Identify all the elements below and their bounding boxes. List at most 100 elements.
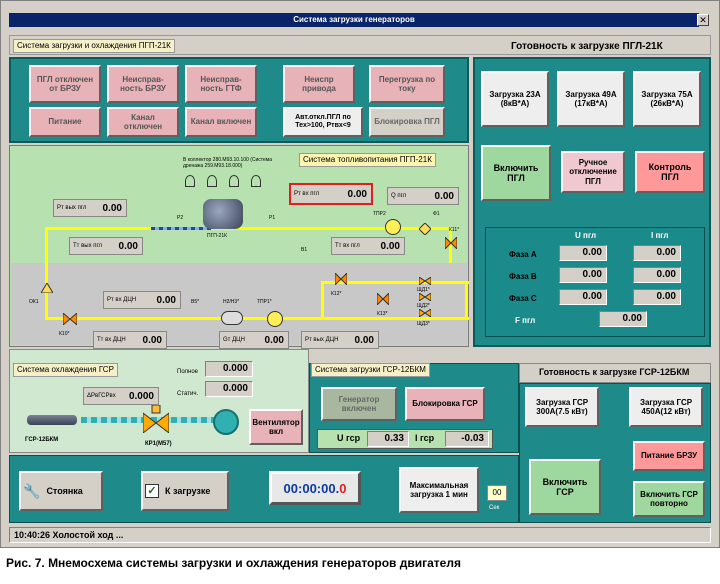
phase-a-label: Фаза А	[509, 250, 537, 259]
readiness-title-pgp: Готовность к загрузке ПГЛ-21К	[511, 41, 663, 52]
phase-a-u: 0.00	[559, 245, 607, 261]
pipe-main	[45, 227, 451, 230]
power-brzu-button[interactable]: Питание БРЗУ	[633, 441, 705, 471]
max-load-button[interactable]: Максимальная загрузка 1 мин	[399, 467, 479, 513]
app-window: Система загрузки генераторов ✕ Система з…	[0, 0, 720, 548]
stop-label: Стоянка	[46, 485, 83, 496]
phase-col-u: U пгл	[575, 231, 597, 240]
section-label-pgp: Система загрузки и охлаждения ПГП-21К	[13, 39, 175, 53]
manual-off-pgl-button[interactable]: Ручное отключение ПГЛ	[561, 151, 625, 193]
stop-button[interactable]: 🔧 Стоянка	[19, 471, 103, 511]
tag-shd1: ЩД1*	[417, 287, 430, 293]
enable-gsr-button[interactable]: Включить ГСР	[529, 459, 601, 515]
alarm-power: Питание	[29, 107, 101, 137]
meter-value: 0.00	[142, 334, 162, 346]
status-bar: 10:40:26 Холостой ход ...	[9, 527, 711, 543]
gauge-icon-3	[229, 175, 239, 187]
pipe-bottom	[45, 317, 469, 320]
tag-k11: К11*	[449, 227, 460, 233]
load-75a-button[interactable]: Загрузка 75А (26кВ*А)	[633, 71, 701, 127]
tag-p2: Р2	[177, 215, 184, 221]
alarm-channel-on: Канал включен	[185, 107, 257, 137]
collector-note: В коллектор 280.М93.10.100 (Система дрен…	[183, 157, 273, 169]
to-load-button[interactable]: ✓К загрузке	[141, 471, 229, 511]
enable-gsr-again-button[interactable]: Включить ГСР повторно	[633, 481, 705, 517]
load-gsr-450-button[interactable]: Загрузка ГСР 450А(12 кВт)	[629, 387, 703, 427]
top-header-bar	[9, 35, 711, 55]
gauge-icon-4	[251, 175, 261, 187]
meter-label: Рт вых пгл	[57, 205, 87, 211]
full-label: Полное	[177, 369, 199, 375]
meter-label: Рт вх пгл	[294, 191, 320, 197]
tag-tpr2: ТПР2	[373, 211, 386, 217]
damper-1-icon	[419, 277, 431, 285]
pipe-loop-right	[465, 281, 468, 319]
meter-value: 0.00	[380, 240, 400, 252]
pump-icon	[203, 199, 243, 229]
full-value: 0.000	[205, 361, 253, 377]
flowmeter-tpr2-icon	[385, 219, 401, 235]
meter-value: 0.00	[434, 190, 454, 202]
alarm-pgl-off: ПГЛ отключен от БРЗУ	[29, 65, 101, 103]
tag-shd3: ЩД3*	[417, 321, 430, 327]
phase-a-i: 0.00	[633, 245, 681, 261]
pipe-loop-left	[321, 281, 324, 319]
phase-col-i: I пгл	[651, 231, 669, 240]
tag-k13: К13*	[377, 311, 388, 317]
i-gsr-value: -0.03	[445, 431, 489, 447]
phase-b-label: Фаза В	[509, 272, 537, 281]
alarm-brzu-fault: Неисправ-ность БРЗУ	[107, 65, 179, 103]
phase-c-u: 0.00	[559, 289, 607, 305]
fan-button[interactable]: Вентилятор вкл	[249, 409, 303, 445]
load-gsr-300-button[interactable]: Загрузка ГСР 300А(7.5 кВт)	[525, 387, 599, 427]
load-49a-button[interactable]: Загрузка 49А (17кВ*А)	[557, 71, 625, 127]
tag-f1: Ф1	[433, 211, 440, 217]
pipe-loop-top	[321, 281, 469, 284]
cooling-title: Система охлаждения ГСР	[13, 363, 118, 377]
enable-pgl-button[interactable]: Включить ПГЛ	[481, 145, 551, 201]
gen-on-indicator: Генератор включен	[321, 387, 397, 421]
fan-icon	[213, 409, 239, 435]
alarm-auto-off: Авт.откл.ПГЛ по Тех>100, Ртвх<9	[283, 107, 363, 137]
alarm-gtf-fault: Неисправ-ность ГТФ	[185, 65, 257, 103]
valve-k11-icon	[445, 237, 457, 249]
meter-tt-in-dcn: Тт вх ДЦН 0.00	[93, 331, 167, 349]
meter-tt-in-pgl: Тт вх пгл 0.00	[331, 237, 405, 255]
flowmeter-tpr1-icon	[267, 311, 283, 327]
gsr-title: Система загрузки ГСР-12БКМ	[311, 363, 430, 377]
tag-k12: К12*	[331, 291, 342, 297]
timer-display: 00:00:00.0	[269, 471, 361, 505]
tag-tpr1: ТПР1*	[257, 299, 272, 305]
phase-b-i: 0.00	[633, 267, 681, 283]
meter-label: Тт вх ДЦН	[97, 337, 126, 343]
tag-v5: В5*	[191, 299, 200, 305]
load-23a-button[interactable]: Загрузка 23А (8кВ*А)	[481, 71, 549, 127]
pump-h2-icon	[221, 311, 243, 325]
tag-v1: В1	[301, 247, 308, 253]
u-gsr-label: U гср	[337, 433, 361, 443]
u-gsr-value: 0.33	[367, 431, 409, 447]
meter-label: Рт вх ДЦН	[107, 297, 137, 303]
close-button[interactable]: ✕	[697, 14, 709, 26]
control-pgl-button[interactable]: Контроль ПГЛ	[635, 151, 705, 193]
valve-k12-icon	[335, 273, 347, 285]
i-gsr-label: I гср	[415, 433, 435, 443]
phase-c-label: Фаза С	[509, 294, 537, 303]
meter-value: 0.00	[347, 188, 367, 200]
wrench-icon: 🔧	[23, 482, 41, 499]
tag-p1: Р1	[269, 215, 276, 221]
figure-caption: Рис. 7. Мнемосхема системы загрузки и ох…	[6, 556, 461, 570]
check-valve-icon	[41, 283, 53, 293]
alarm-drive-fault: Неиспр привода	[283, 65, 355, 103]
meter-value: 0.00	[102, 202, 122, 214]
tag-ok1: ОК1	[29, 299, 39, 305]
static-label: Статич.	[177, 391, 199, 397]
block-gsr-indicator: Блокировка ГСР	[405, 387, 485, 421]
meter-value: 0.00	[354, 334, 374, 346]
meter-label: Тт вх пгл	[335, 243, 360, 249]
valve-k10-icon	[63, 313, 77, 325]
pipe-left	[45, 227, 48, 319]
